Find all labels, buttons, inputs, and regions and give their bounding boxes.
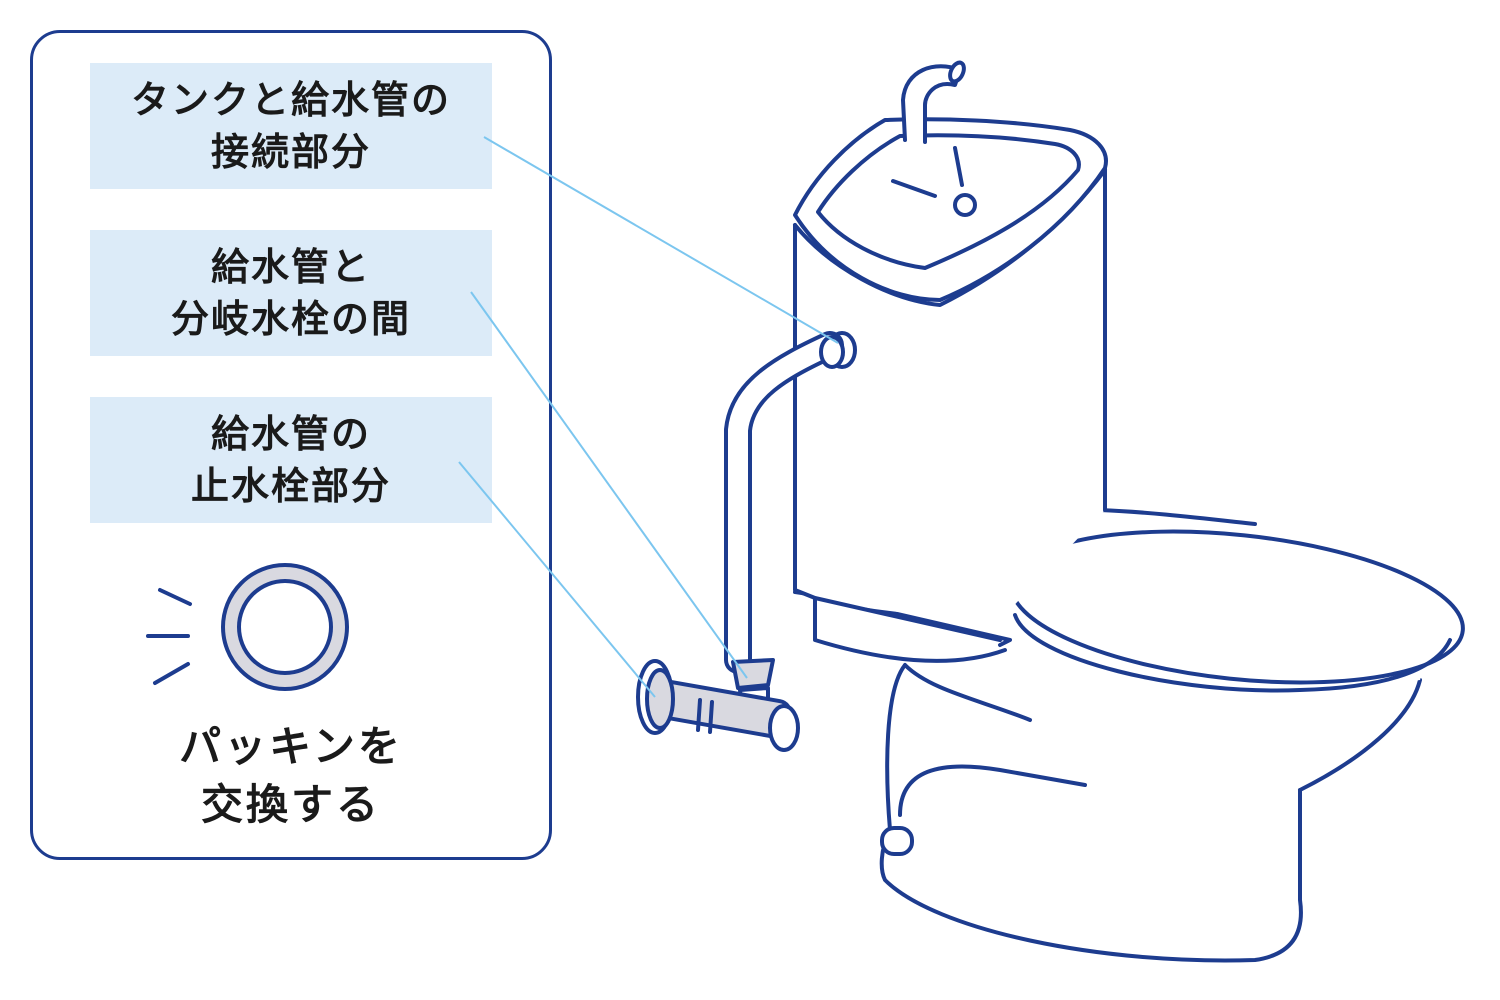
leader-line-stop-valve [458,461,656,698]
label-box-stop-valve: 給水管の 止水栓部分 [90,397,492,523]
leader-line-pipe-valve [470,291,748,679]
label-stop-valve-part: 給水管の 止水栓部分 [190,412,391,508]
gasket-icon [146,563,349,691]
label-pipe-valve-between: 給水管と 分岐水栓の間 [170,245,411,341]
label-box-pipe-valve: 給水管と 分岐水栓の間 [90,230,492,356]
replace-gasket-text: パッキンを 交換する [179,722,403,829]
toilet-illustration [636,60,1465,963]
label-tank-connection: タンクと給水管の 接続部分 [130,78,451,174]
leader-lines [458,136,839,698]
label-box-tank-connection: タンクと給水管の 接続部分 [90,63,492,189]
leader-line-tank-connection [483,136,839,344]
